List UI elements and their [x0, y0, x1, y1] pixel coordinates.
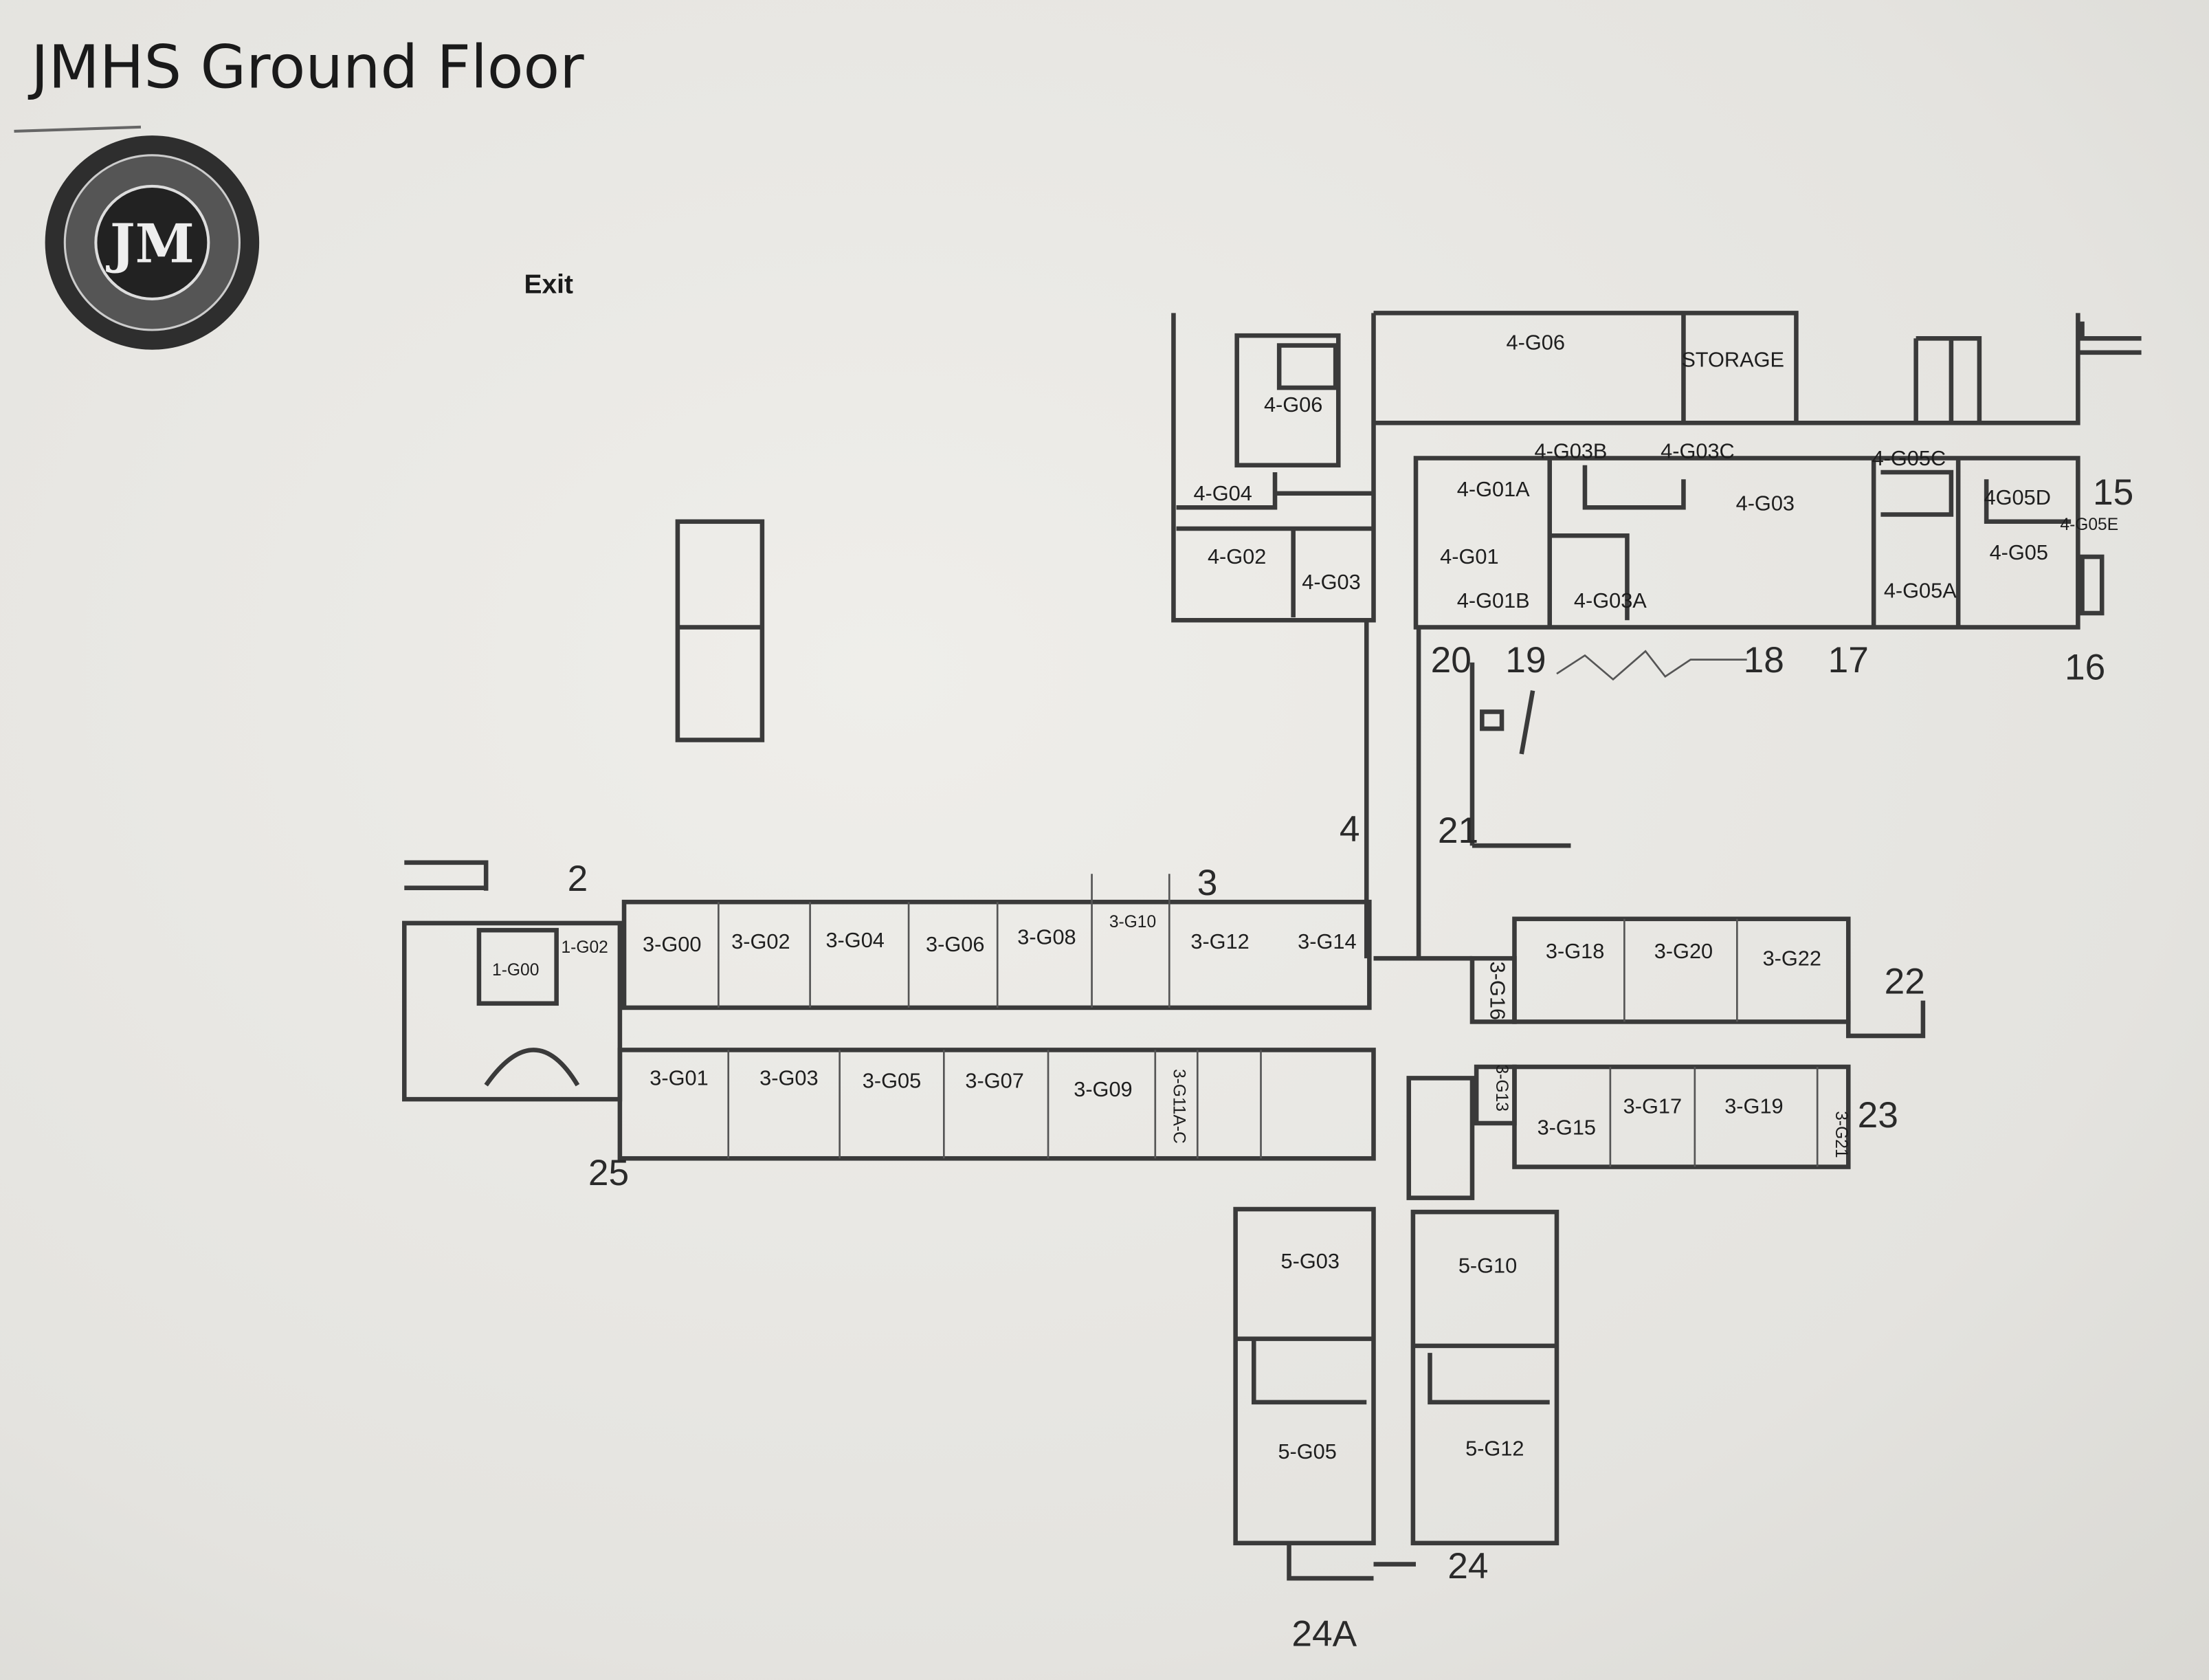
- room-label: 4-G03C: [1661, 439, 1735, 463]
- room-label: 4-G01B: [1457, 588, 1530, 612]
- school-seal-logo: JM: [45, 135, 260, 350]
- room-label: 4-G03B: [1535, 439, 1608, 463]
- room-label: 4-G06: [1507, 331, 1565, 355]
- room-label: 3-G03: [759, 1066, 818, 1090]
- exit-number: 17: [1828, 640, 1869, 681]
- room-label: 3-G13: [1492, 1065, 1511, 1112]
- exit-number: 3: [1197, 863, 1218, 903]
- room-label: 3-G00: [643, 932, 701, 956]
- room-label: 4-G06: [1264, 393, 1322, 417]
- room-label: 3-G09: [1074, 1077, 1132, 1101]
- room-label: 3-G01: [650, 1066, 708, 1090]
- svg-text:JM: JM: [106, 213, 195, 276]
- exit-label: Exit: [524, 270, 573, 300]
- exit-number: 4: [1340, 809, 1360, 850]
- room-label: 3-G19: [1724, 1094, 1783, 1118]
- walls: [401, 311, 2142, 1581]
- room-label: 4-G01A: [1457, 477, 1530, 501]
- room-label: 4-G03A: [1574, 588, 1647, 612]
- room-label: 5-G05: [1278, 1439, 1336, 1463]
- room-label: 3-G06: [926, 932, 984, 956]
- room-label: 3-G16: [1486, 962, 1510, 1020]
- room-label: 4-G03: [1736, 491, 1795, 515]
- room-label: 4-G05A: [1884, 578, 1957, 602]
- exit-number: 2: [568, 859, 588, 899]
- exit-number: 18: [1744, 640, 1784, 681]
- exit-number: 22: [1885, 961, 1925, 1002]
- room-label: 4-G05E: [2060, 516, 2118, 534]
- exit-number: 24A: [1291, 1613, 1357, 1654]
- room-label: 3-G21: [1832, 1111, 1850, 1158]
- room-label: 5-G10: [1458, 1253, 1517, 1277]
- exit-number: 24: [1447, 1546, 1488, 1587]
- staple: [14, 125, 142, 133]
- exit-number: 15: [2093, 472, 2133, 513]
- exit-number: 19: [1505, 640, 1546, 681]
- room-label: 1-G02: [561, 938, 608, 957]
- room-label: 3-G07: [965, 1069, 1023, 1093]
- room-label: 4G05D: [1984, 485, 2051, 509]
- room-label: 5-G03: [1281, 1249, 1340, 1273]
- exit-number: 21: [1438, 810, 1478, 851]
- room-label: 3-G14: [1298, 929, 1356, 953]
- room-label: 3-G05: [863, 1069, 921, 1093]
- room-label: 3-G11A-C: [1169, 1069, 1188, 1144]
- room-label: 3-G08: [1017, 925, 1076, 949]
- page-title: JMHS Ground Floor: [27, 33, 584, 102]
- room-label: 4-G05C: [1872, 446, 1946, 470]
- room-label: 5-G12: [1465, 1437, 1524, 1461]
- room-label: 1-G00: [492, 961, 539, 980]
- room-label: 4-G02: [1208, 544, 1266, 568]
- room-label: 3-G10: [1109, 913, 1156, 931]
- room-label: 3-G17: [1623, 1094, 1682, 1118]
- room-label: STORAGE: [1681, 347, 1784, 371]
- room-label: 3-G15: [1538, 1115, 1596, 1139]
- room-label: 4-G05: [1990, 540, 2048, 564]
- room-label: 3-G04: [825, 928, 884, 952]
- exit-number: 16: [2065, 647, 2105, 687]
- room-label: 4-G03: [1302, 570, 1360, 594]
- exit-number: 25: [588, 1153, 629, 1193]
- room-label: 4-G01: [1440, 544, 1498, 568]
- room-label: 3-G20: [1654, 939, 1713, 963]
- exit-number: 23: [1858, 1095, 1898, 1136]
- exit-number: 20: [1431, 640, 1472, 681]
- room-label: 3-G22: [1763, 946, 1821, 970]
- room-label: 3-G18: [1546, 939, 1604, 963]
- room-label: 4-G04: [1193, 481, 1252, 505]
- room-label: 3-G12: [1190, 929, 1249, 953]
- room-label: 3-G02: [731, 929, 790, 953]
